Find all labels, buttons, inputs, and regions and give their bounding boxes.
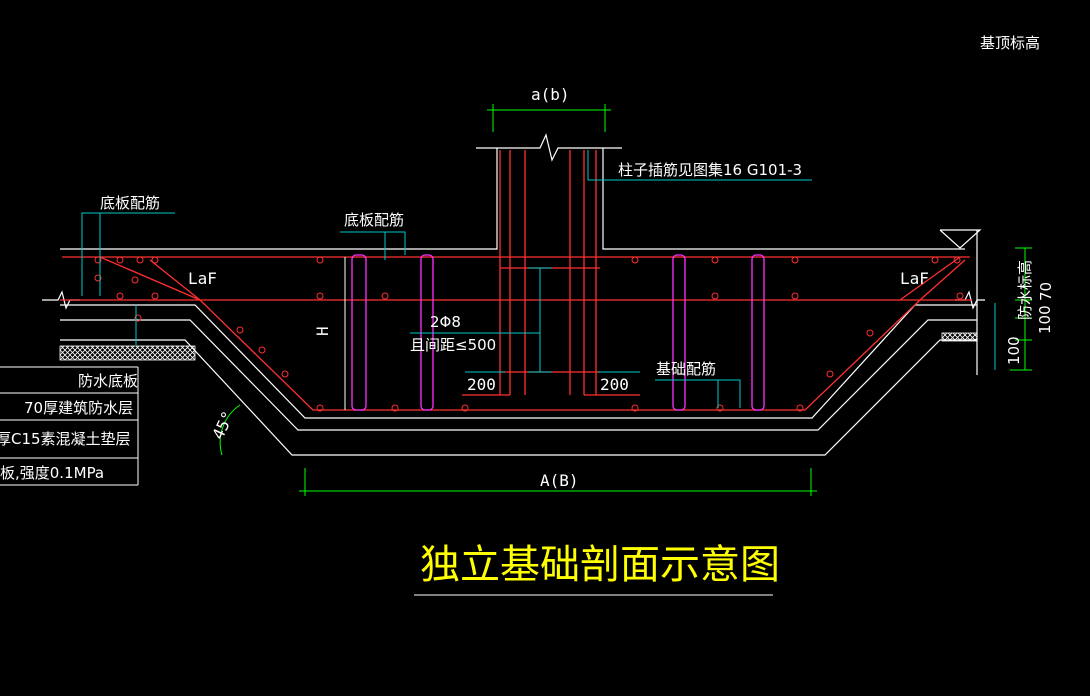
foundation-outline (42, 133, 985, 456)
hatch-band-left (59, 345, 196, 361)
dim-100-b: 100 (1005, 336, 1023, 365)
stirrup-note-count: 2Φ8 (430, 313, 461, 331)
foundation-bar-label: 基础配筋 (656, 360, 716, 378)
slab-rebar (60, 256, 972, 411)
leader-lines (81, 150, 996, 408)
hatch-band-right (941, 332, 978, 342)
top-right-elevation-label: 基顶标高 (980, 34, 1040, 52)
bottom-bar (149, 259, 966, 411)
dim-70: 70 (1037, 282, 1055, 301)
bottom-bar-label-mid: 底板配筋 (344, 211, 404, 229)
slab-top-left (60, 148, 498, 250)
dim-200-left: 200 (467, 375, 496, 394)
dim-200-right: 200 (600, 375, 629, 394)
rebar-dots (94, 256, 964, 412)
dim-100-a: 100 (1036, 305, 1054, 334)
legend-table (0, 366, 139, 486)
slab-top-right (602, 148, 965, 250)
slab-bottom-profile (60, 304, 977, 419)
column-dim-label: a(b) (531, 85, 570, 104)
laf-label-left: LaF (188, 269, 217, 288)
height-label: H (313, 326, 332, 336)
bottom-bar-label-left: 底板配筋 (100, 194, 160, 212)
drawing-title: 独立基础剖面示意图 (420, 542, 780, 588)
top-bar-left-bend (99, 256, 201, 301)
base-dim-label: A(B) (540, 471, 579, 490)
cushion-layer (60, 339, 977, 456)
laf-label-right: LaF (900, 269, 929, 288)
column-note: 柱子插筋见图集16 G101-3 (618, 161, 802, 179)
column-break-line (476, 133, 622, 162)
stirrup-note-spacing: 且间距≤500 (410, 336, 496, 354)
top-bar-right-bend (899, 256, 961, 301)
legend-row-3: 厚C15素混凝土垫层 (0, 430, 131, 448)
dimensions (219, 104, 1032, 496)
angle-label: 45° (208, 408, 237, 442)
elevation-triangle (939, 229, 982, 249)
waterproof-layer (60, 319, 977, 431)
legend-row-1: 防水底板 (78, 372, 138, 390)
legend-row-4: 板,强度0.1MPa (0, 464, 104, 482)
waterproof-elevation-label: 防水标高 (1016, 260, 1034, 320)
column-rebar (462, 150, 640, 396)
legend-row-2: 70厚建筑防水层 (24, 399, 133, 417)
